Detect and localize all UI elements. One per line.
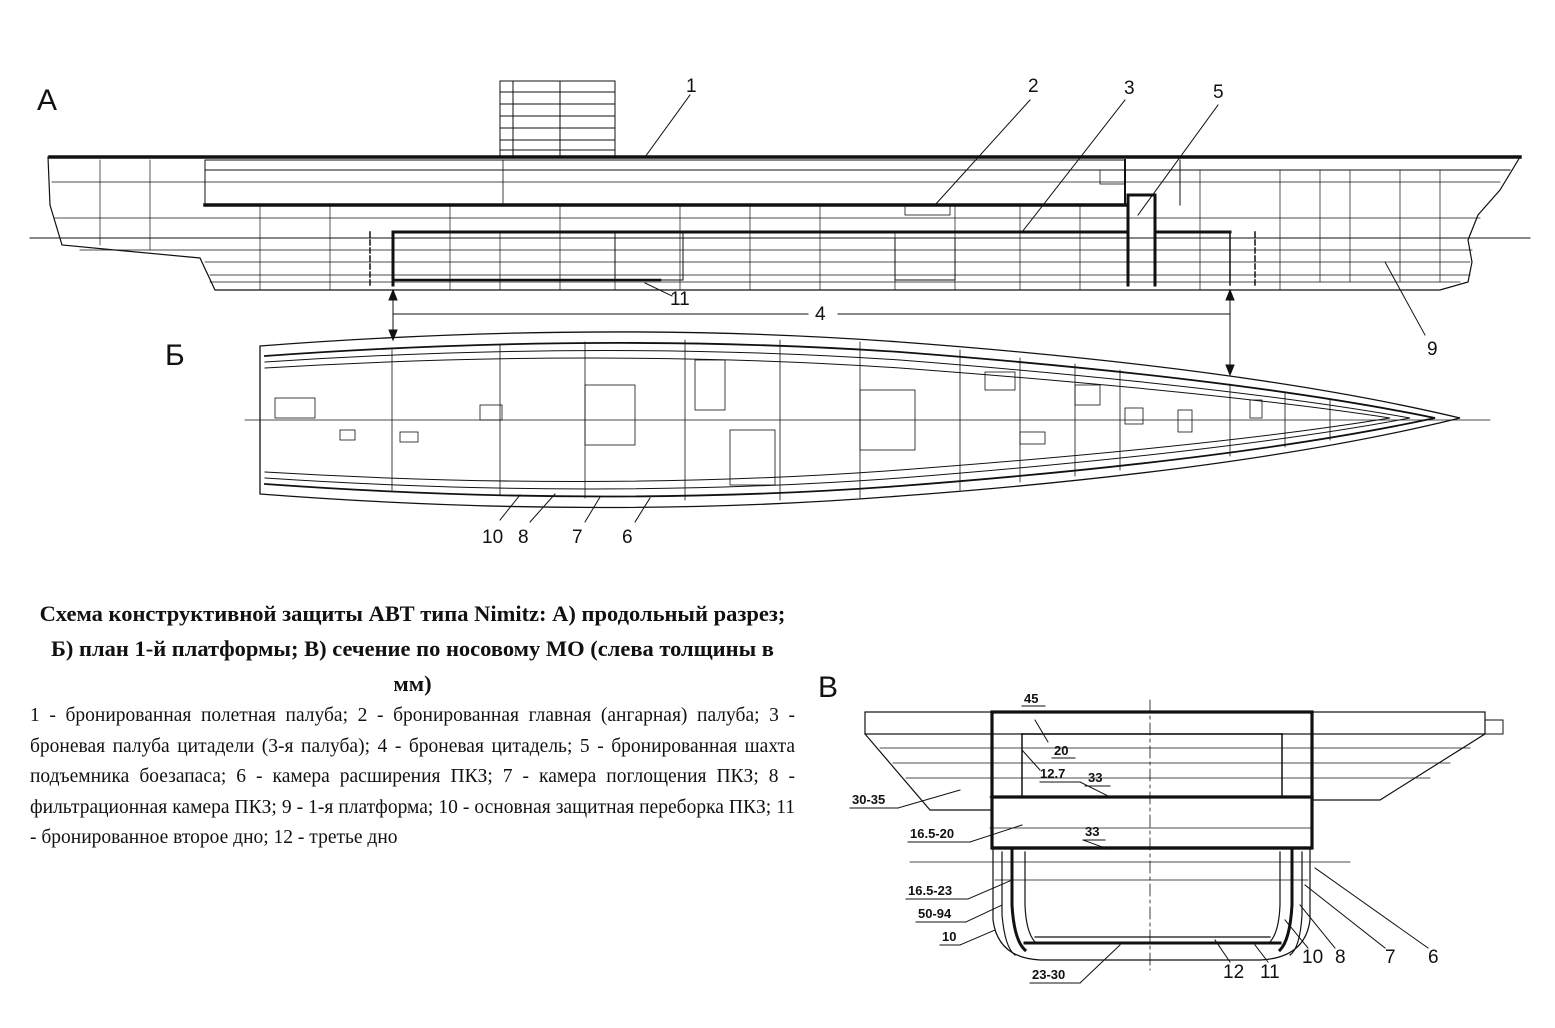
callouts-a: 1 2 3 5 11 4 9 xyxy=(670,76,1438,360)
panel-a-letter: А xyxy=(37,84,57,117)
thickness-23-30: 23-30 xyxy=(1032,967,1065,982)
platform-outline xyxy=(259,331,1461,509)
callout-1: 1 xyxy=(686,76,697,97)
thickness-33-upper: 33 xyxy=(1088,770,1102,785)
armor-thicknesses: 45 20 12.7 33 30-35 16.5-20 33 16.5-23 5… xyxy=(852,691,1102,982)
callout-2: 2 xyxy=(1028,76,1039,97)
callout-v-7: 7 xyxy=(1385,947,1396,968)
callout-v-11: 11 xyxy=(1260,962,1280,983)
thickness-33-lower: 33 xyxy=(1085,824,1099,839)
thickness-10: 10 xyxy=(942,929,956,944)
callout-v-10: 10 xyxy=(1302,947,1323,968)
callout-3: 3 xyxy=(1124,78,1135,99)
thickness-50-94: 50-94 xyxy=(918,906,952,921)
citadel-length-dimension xyxy=(388,288,1235,377)
thickness-30-35: 30-35 xyxy=(852,792,885,807)
panel-letters: А Б В xyxy=(37,84,838,704)
callout-b-10: 10 xyxy=(482,527,503,548)
thickness-20: 20 xyxy=(1054,743,1068,758)
callout-9: 9 xyxy=(1427,339,1438,360)
caption-legend: 1 - бронированная полетная палуба; 2 - б… xyxy=(30,705,795,848)
platform-plan xyxy=(244,331,1491,509)
panel-b-letter: Б xyxy=(165,339,185,372)
panel-v-letter: В xyxy=(818,671,838,704)
thickness-flight-deck: 45 xyxy=(1024,691,1038,706)
ammo-hoist-trunk xyxy=(1126,193,1157,287)
thickness-16-5-23: 16.5-23 xyxy=(908,883,952,898)
island xyxy=(499,80,616,158)
leader-lines xyxy=(499,94,1429,984)
caption-title: Схема конструктивной защиты АВТ типа Nim… xyxy=(39,601,786,696)
callout-b-6: 6 xyxy=(622,527,633,548)
machinery-section xyxy=(864,699,1504,971)
callout-v-12: 12 xyxy=(1223,962,1244,983)
callout-b-7: 7 xyxy=(572,527,583,548)
thickness-12-7: 12.7 xyxy=(1040,766,1065,781)
callout-5: 5 xyxy=(1213,82,1224,103)
callout-11: 11 xyxy=(670,289,690,310)
callouts-b: 10 8 7 6 xyxy=(482,527,633,548)
thickness-16-5-20: 16.5-20 xyxy=(910,826,954,841)
longitudinal-section xyxy=(29,80,1531,291)
callout-v-8: 8 xyxy=(1335,947,1346,968)
figure-caption: Схема конструктивной защиты АВТ типа Nim… xyxy=(30,596,795,854)
callouts-v: 10 8 7 6 12 11 xyxy=(1223,947,1439,983)
hull-profile xyxy=(47,156,1522,291)
callout-4: 4 xyxy=(815,304,826,325)
callout-v-6: 6 xyxy=(1428,947,1439,968)
callout-b-8: 8 xyxy=(518,527,529,548)
